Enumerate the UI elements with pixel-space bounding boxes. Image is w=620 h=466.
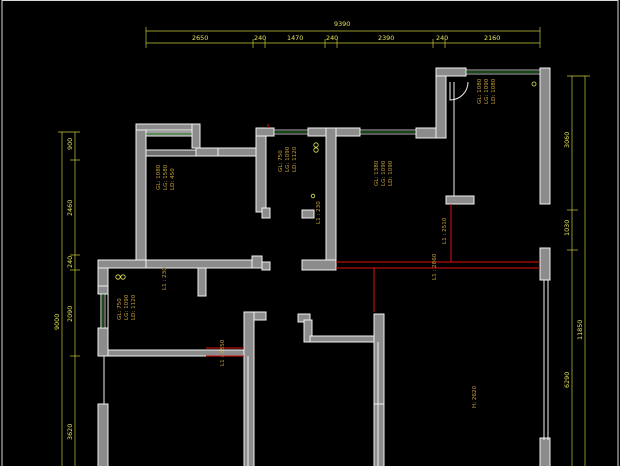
left-dimension-chain: 9000 900 2460 240 2090 3620 [53,131,80,466]
dim-top-seg-5: 2390 [378,34,394,42]
svg-text:GL: 1080: GL: 1080 [477,78,483,104]
svg-text:LD: 450: LD: 450 [170,168,176,190]
pipe-label-4: L1 : 230 [162,267,168,290]
right-dimension-chain: 3060 1030 6290 11850 [563,75,590,466]
svg-text:GL: 750: GL: 750 [117,298,123,320]
room-a-label: GL: 1080 LG: 1580 LD: 450 [156,164,176,190]
dim-total-width: 9390 [334,20,350,28]
windows [102,69,540,328]
dim-top-seg-2: 240 [254,34,266,42]
pipe-runs [206,124,540,357]
svg-text:LG: 1090: LG: 1090 [484,78,490,104]
pipe-label-3: L1 : 2850 [220,339,226,366]
svg-text:LD: 1120: LD: 1120 [131,294,137,320]
pipe-label-5: L1 : 230 [316,201,322,224]
toilet-icon [313,142,319,153]
fixtures [115,81,537,280]
room-d-label: GL: 1080 LG: 1090 LD: 1080 [477,78,497,104]
svg-text:LG: 1580: LG: 1580 [163,164,169,190]
svg-text:LD: 1080: LD: 1080 [491,78,497,104]
toilet-icon [115,274,126,280]
dim-right-seg-3: 6290 [563,372,571,388]
outlet-icon [531,81,537,87]
room-labels: GL: 1080 LG: 1580 LD: 450 GL: 750 LG: 10… [117,78,497,408]
room-b-label: GL: 750 LG: 1090 LD: 1120 [278,146,298,172]
svg-text:GL: 750: GL: 750 [278,150,284,172]
svg-text:GL: 1380: GL: 1380 [374,160,380,186]
dim-top-seg-3: 1470 [287,34,303,42]
dim-top-seg-1: 2650 [192,34,208,42]
room-c-label: GL: 1380 LG: 1090 LD: 1090 [374,160,394,186]
svg-text:LG: 1090: LG: 1090 [124,294,130,320]
dim-right-total: 11850 [576,320,584,340]
dim-left-seg-5: 3620 [66,424,74,440]
top-dimension-chain: 9390 2650 240 1470 240 2390 240 2160 [145,20,541,48]
svg-text:LG: 1090: LG: 1090 [381,160,387,186]
dim-right-seg-2: 1030 [563,220,571,236]
dim-top-seg-7: 2160 [484,34,500,42]
drain-icon [310,193,316,199]
dim-left-seg-4: 2090 [66,306,74,322]
dim-top-seg-4: 240 [326,34,338,42]
pipe-label-1: L1 : 2510 [442,217,448,244]
dim-left-seg-3: 240 [66,256,74,268]
svg-text:GL: 1080: GL: 1080 [156,164,162,190]
svg-text:LD: 1120: LD: 1120 [292,146,298,172]
height-label: H: 2620 [472,385,478,408]
walls [97,67,551,466]
dim-left-seg-1: 900 [66,138,74,150]
room-e-label: GL: 750 LG: 1090 LD: 1120 [117,294,137,320]
door-swing-icon [449,81,469,101]
svg-text:LG: 1090: LG: 1090 [285,146,291,172]
svg-text:LD: 1090: LD: 1090 [388,160,394,186]
dim-left-seg-2: 2460 [66,200,74,216]
dim-top-seg-6: 240 [436,34,448,42]
dim-left-total: 9000 [53,314,61,330]
wall-outlines [100,82,549,466]
dim-right-seg-1: 3060 [563,132,571,148]
pipe-label-2: L1 : 2860 [432,253,438,280]
